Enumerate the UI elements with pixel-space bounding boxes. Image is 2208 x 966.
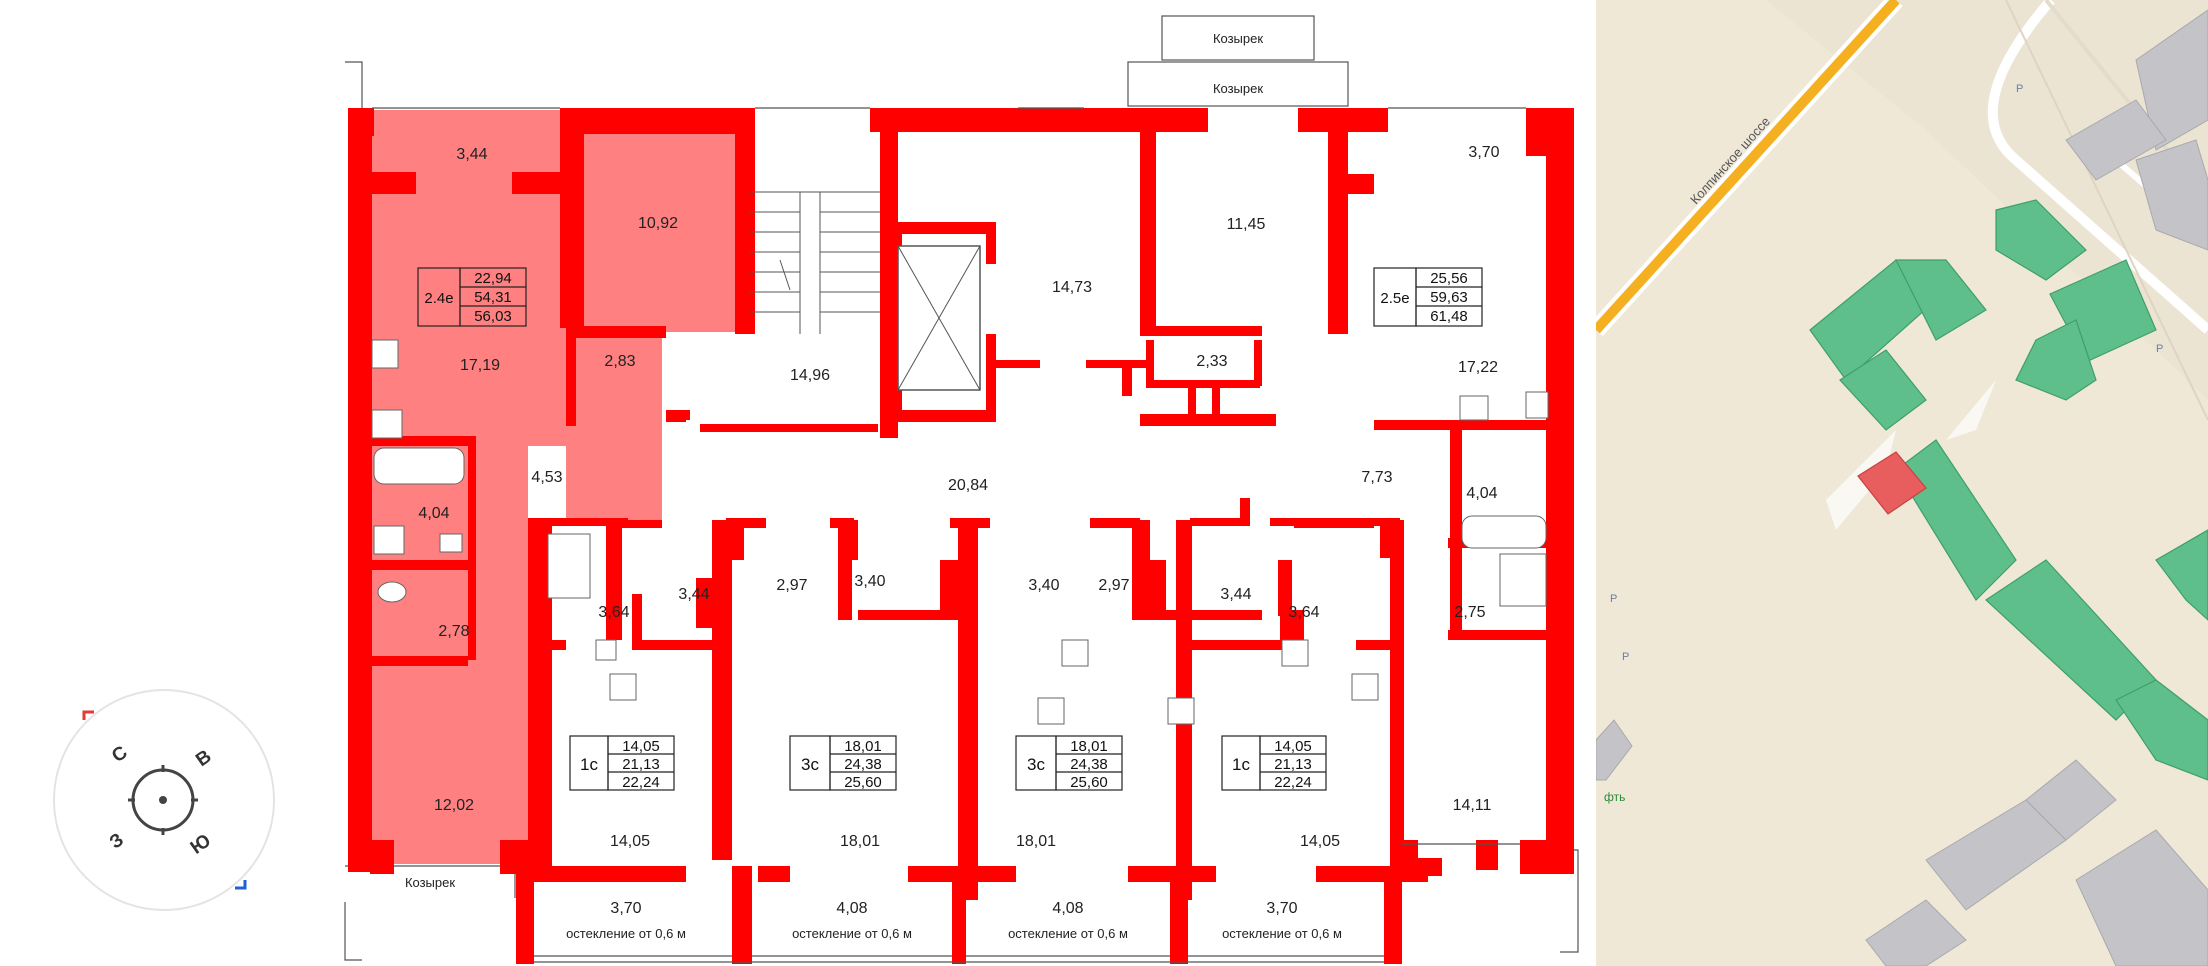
parking-marker: P xyxy=(1610,593,1617,605)
apartment-total-area: 54,31 xyxy=(474,289,512,306)
apartment-total-with-balcony: 22,24 xyxy=(622,774,660,791)
apartment-total-with-balcony: 56,03 xyxy=(474,308,512,325)
apartment-info-2-5e[interactable]: 2.5е 25,56 59,63 61,48 xyxy=(1373,267,1483,327)
balcony-area: 4,08 xyxy=(1052,900,1083,917)
room-area: 2,97 xyxy=(776,577,807,594)
room-area: 2,33 xyxy=(1196,353,1227,370)
common-area: 20,84 xyxy=(948,477,988,494)
parking-marker: P xyxy=(2016,83,2023,95)
apartment-living-area: 25,56 xyxy=(1430,270,1468,287)
apartment-total-with-balcony: 61,48 xyxy=(1430,308,1468,325)
apartment-info-1c-right[interactable]: 1с 14,05 21,13 22,24 xyxy=(1221,735,1327,791)
apartment-living-area: 14,05 xyxy=(622,738,660,755)
apartment-total-area: 59,63 xyxy=(1430,289,1468,306)
canopy-top-lower: Козырек xyxy=(1127,61,1349,107)
parking-marker: P xyxy=(2156,343,2163,355)
apartment-highlight-fill[interactable] xyxy=(362,110,746,864)
room-area: 18,01 xyxy=(840,833,880,850)
room-area: 3,44 xyxy=(678,586,709,603)
walls xyxy=(348,108,1574,964)
balcony-area: 3,70 xyxy=(610,900,641,917)
floor-plan: Козырек Козырек Козырек xyxy=(53,15,1579,964)
room-area: 10,92 xyxy=(638,215,678,232)
building-grey xyxy=(1596,719,1633,781)
room-area: 3,64 xyxy=(598,604,629,621)
fixtures xyxy=(371,339,1549,725)
room-area: 11,45 xyxy=(1227,216,1266,233)
room-area: 3,44 xyxy=(1220,586,1251,603)
apartment-total-area: 24,38 xyxy=(1070,756,1108,773)
apartment-living-area: 14,05 xyxy=(1274,738,1312,755)
room-area: 14,05 xyxy=(610,833,650,850)
poi-label: фть xyxy=(1604,790,1625,804)
apartment-code: 1с xyxy=(580,755,598,774)
apartment-total-area: 21,13 xyxy=(1274,756,1312,773)
apartment-code: 2.4е xyxy=(424,290,453,307)
room-area: 18,01 xyxy=(1016,833,1056,850)
apartment-code: 1с xyxy=(1232,755,1250,774)
apartment-info-3c-left[interactable]: 3с 18,01 24,38 25,60 xyxy=(789,735,897,791)
room-area: 14,11 xyxy=(1453,797,1492,814)
room-area: 3,40 xyxy=(854,573,885,590)
room-labels: 3,44 10,92 17,19 2,83 4,53 4,04 2,78 12,… xyxy=(417,144,1500,941)
room-area: 2,78 xyxy=(438,623,469,640)
parking-marker: P xyxy=(1622,651,1629,663)
building-green xyxy=(1809,199,2208,781)
room-area: 2,97 xyxy=(1098,577,1129,594)
compass: С В Ю З xyxy=(53,689,275,911)
room-area: 17,22 xyxy=(1458,359,1498,376)
apartment-total-with-balcony: 22,24 xyxy=(1274,774,1312,791)
thin-lines xyxy=(372,107,1526,963)
apartment-total-area: 21,13 xyxy=(622,756,660,773)
selected-section[interactable] xyxy=(1857,451,1927,515)
room-area: 3,44 xyxy=(456,146,487,163)
canopy-label: Козырек xyxy=(405,875,455,890)
apartment-total-with-balcony: 25,60 xyxy=(1070,774,1108,791)
room-area: 4,04 xyxy=(418,505,449,522)
common-area: 14,96 xyxy=(790,367,830,384)
apartment-code: 2.5е xyxy=(1380,290,1409,307)
room-area: 7,73 xyxy=(1361,469,1392,486)
apartment-living-area: 18,01 xyxy=(844,738,882,755)
elevator-shaft xyxy=(897,245,981,391)
room-area: 14,05 xyxy=(1300,833,1340,850)
apartment-living-area: 22,94 xyxy=(474,270,512,287)
staircase xyxy=(750,191,880,334)
location-map[interactable]: Колпинское шоссе P P P xyxy=(1596,0,2208,966)
canopy-top-upper: Козырек xyxy=(1161,15,1315,61)
room-area: 4,53 xyxy=(531,469,562,486)
apartment-code: 3с xyxy=(1027,755,1045,774)
room-area: 3,40 xyxy=(1028,577,1059,594)
glazing-note: остекление от 0,6 м xyxy=(1222,926,1342,941)
apartment-info-3c-right[interactable]: 3с 18,01 24,38 25,60 xyxy=(1015,735,1123,791)
apartment-info-1c-left[interactable]: 1с 14,05 21,13 22,24 xyxy=(569,735,675,791)
apartment-info-2-4e[interactable]: 2.4е 22,94 54,31 56,03 xyxy=(417,267,527,327)
apartment-total-area: 24,38 xyxy=(844,756,882,773)
room-area: 4,04 xyxy=(1466,485,1497,502)
room-area: 3,70 xyxy=(1468,144,1499,161)
apartment-total-with-balcony: 25,60 xyxy=(844,774,882,791)
balcony-area: 3,70 xyxy=(1266,900,1297,917)
room-area: 12,02 xyxy=(434,797,474,814)
apartment-living-area: 18,01 xyxy=(1070,738,1108,755)
apartment-code: 3с xyxy=(801,755,819,774)
room-area: 17,19 xyxy=(460,357,500,374)
canopy-label: Козырек xyxy=(1213,31,1263,46)
room-area: 2,83 xyxy=(604,353,635,370)
room-area: 3,64 xyxy=(1288,604,1319,621)
glazing-note: остекление от 0,6 м xyxy=(1008,926,1128,941)
glazing-note: остекление от 0,6 м xyxy=(792,926,912,941)
glazing-note: остекление от 0,6 м xyxy=(566,926,686,941)
balcony-area: 4,08 xyxy=(836,900,867,917)
canopy-label: Козырек xyxy=(1213,81,1263,96)
parking-markers: P P P P xyxy=(1610,83,2163,663)
common-area: 14,73 xyxy=(1052,279,1092,296)
room-area: 2,75 xyxy=(1454,604,1485,621)
building-grey xyxy=(1865,9,2208,966)
